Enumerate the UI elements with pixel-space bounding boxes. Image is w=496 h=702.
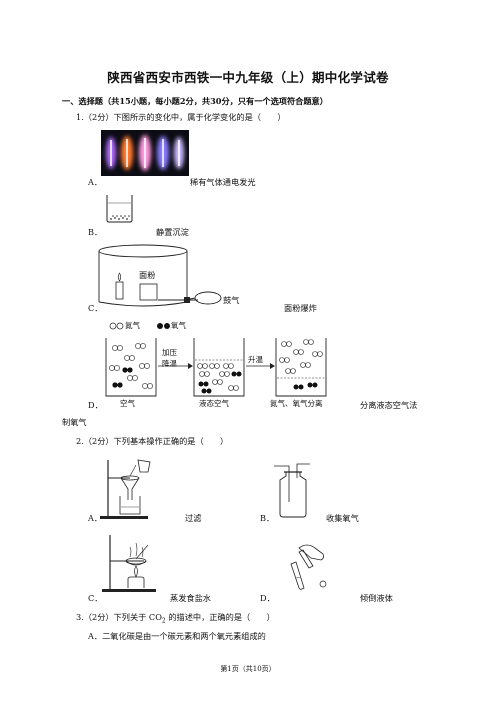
q3-stem-sub: 2 <box>161 617 166 625</box>
filtration-apparatus <box>100 459 151 519</box>
q2-d-figure <box>285 540 329 596</box>
beaker-sediment-icon <box>106 195 133 223</box>
section-heading: 一、选择题（共15小题，每小题2分，共30分，只有一个选项符合题意） <box>62 96 328 106</box>
q1-d-caption-separated: 氮气、氧气分离 <box>270 399 323 408</box>
q1-a-text: 稀有气体通电发光 <box>190 177 256 187</box>
q1-c-text: 面粉爆炸 <box>284 303 317 313</box>
q3-stem-post: 的描述中，正确的是（ ） <box>165 612 275 622</box>
q1-d-text: 分离液态空气法 <box>360 400 418 410</box>
q2-d-letter: D． <box>260 593 275 603</box>
q2-stem: 2.（2分）下列基本操作正确的是（ ） <box>76 436 229 446</box>
q1-c-letter: C． <box>88 303 103 313</box>
pouring-liquid-illustration <box>290 544 327 590</box>
q1-b-text: 静置沉淀 <box>156 227 189 237</box>
q1-d-legend-oxygen: 氧气 <box>171 321 186 330</box>
evaporation-apparatus <box>102 535 156 592</box>
q1-d-arrow2-label: 升温 <box>248 355 263 364</box>
q2-c-letter: C． <box>88 593 103 603</box>
q2-a-text: 过滤 <box>185 513 202 523</box>
q2-b-text: 收集氧气 <box>326 513 359 523</box>
q2-a-letter: A． <box>88 513 103 523</box>
q3-stem: 3.（2分）下列关于 CO2 的描述中，正确的是（ ） <box>76 613 275 625</box>
gas-collection-bottle <box>274 463 310 518</box>
q2-b-figure <box>272 462 312 524</box>
noble-gas-tubes-image <box>106 135 184 171</box>
page-footer: 第1页（共10页） <box>220 665 276 673</box>
q1-d-arrow1-label-b: 降温 <box>162 359 177 368</box>
q3-stem-pre: 3.（2分）下列关于 CO <box>76 612 162 622</box>
page-title: 陕西省西安市西铁一中九年级（上）期中化学试卷 <box>107 70 389 85</box>
q1-stem: 1.（2分）下图所示的变化中，属于化学变化的是（ ） <box>76 112 286 122</box>
q2-c-text: 蒸发食盐水 <box>170 593 211 603</box>
q2-d-text: 倾倒液体 <box>360 593 393 603</box>
q1-a-letter: A． <box>88 177 103 187</box>
q1-c-fig-label-blow: 鼓气 <box>223 295 240 305</box>
q1-d-caption-air: 空气 <box>120 399 135 408</box>
q2-b-letter: B． <box>260 513 275 523</box>
q1-d-legend-nitrogen: 氮气 <box>125 321 140 330</box>
q2-c-figure <box>100 533 162 597</box>
q1-d-caption-liquid-air: 液态空气 <box>199 399 229 408</box>
q1-d-figure <box>100 318 340 410</box>
flour-explosion-apparatus <box>98 244 222 307</box>
q1-c-figure <box>98 244 258 314</box>
q1-d-arrow1-label-a: 加压 <box>162 348 177 357</box>
q1-b-letter: B． <box>88 227 103 237</box>
q1-a-photo <box>101 130 189 176</box>
q1-d-text-cont: 制氧气 <box>62 417 87 427</box>
q3-option-a: A．二氧化碳是由一个碳元素和两个氧元素组成的 <box>88 631 266 641</box>
q1-c-fig-label-flour: 面粉 <box>139 270 156 280</box>
liquid-air-separation-diagram <box>105 322 327 397</box>
q1-b-figure <box>104 193 136 227</box>
q2-a-figure <box>100 456 156 524</box>
q1-d-letter: D． <box>88 400 103 410</box>
